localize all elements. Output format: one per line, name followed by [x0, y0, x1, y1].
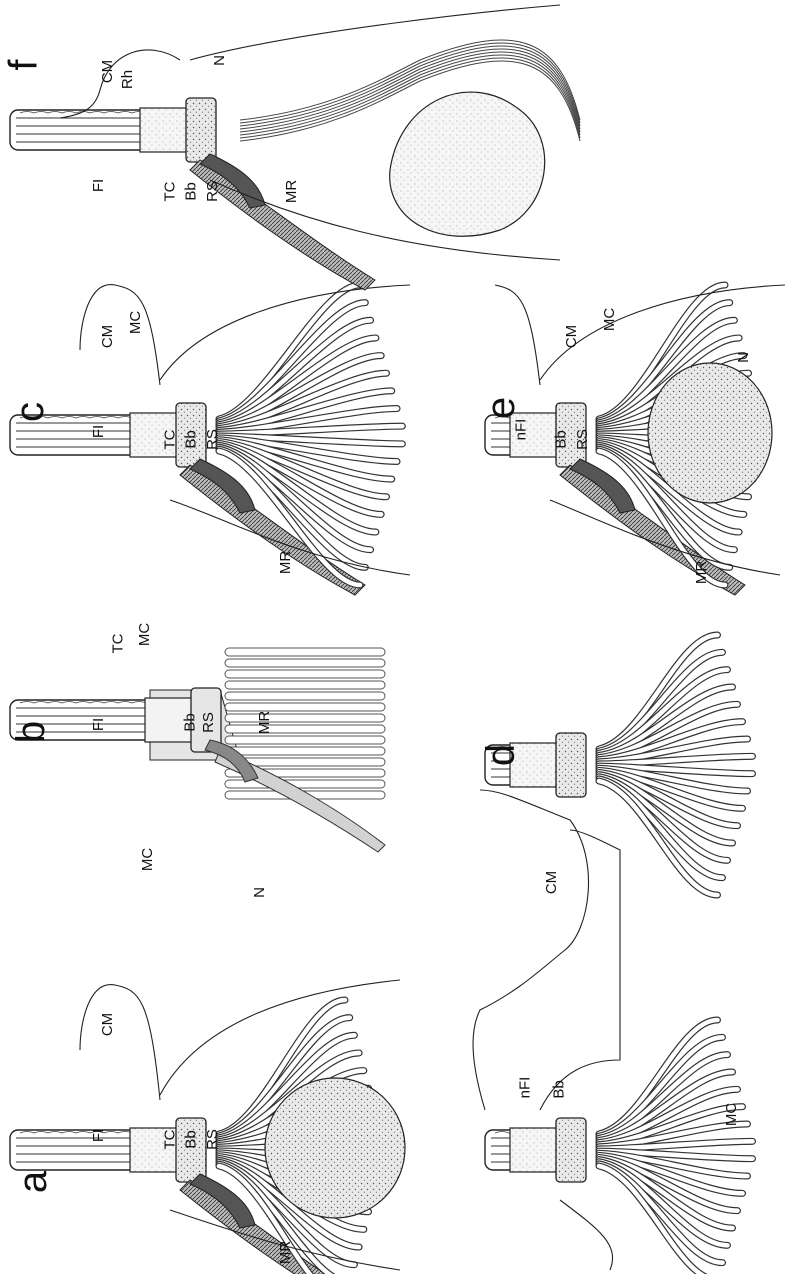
panel-b-microtubule-root [225, 681, 385, 689]
label-b-mc: MC [137, 623, 152, 646]
label-e-bb: Bb [554, 430, 569, 448]
panel-b-microtubule-root [225, 659, 385, 667]
label-c-mc: MC [128, 311, 143, 334]
panel-f-nucleus [390, 92, 545, 236]
panel-a-basal-body [176, 1118, 206, 1182]
panel-d-cell-membrane [473, 790, 620, 1270]
label-a-mr: MR [278, 1241, 293, 1264]
label-c-tc: TC [163, 430, 178, 450]
panel-b-microtubule-root [225, 648, 385, 656]
panel-label-d: d [481, 744, 521, 766]
label-a-cm: CM [100, 1013, 115, 1036]
panel-label-f: f [4, 59, 44, 70]
label-f-mr: MR [284, 180, 299, 203]
label-f-n: N [212, 55, 227, 66]
label-a-bb: Bb [184, 1130, 199, 1148]
label-f-rh: Rh [120, 70, 135, 89]
label-c-cm: CM [100, 325, 115, 348]
panel-label-a: a [13, 1171, 53, 1193]
label-a-mc: MC [140, 848, 155, 871]
label-b-mr: MR [257, 711, 272, 734]
panel-b-microtubule-root [225, 747, 385, 755]
label-e-mr: MR [694, 561, 709, 584]
label-a-tc: TC [163, 1130, 178, 1150]
label-c-mr: MR [278, 551, 293, 574]
panel-f-transition-zone [140, 108, 188, 152]
label-e-rs: RS [575, 429, 590, 450]
panel-a-nucleus [265, 1078, 405, 1218]
label-f-cm: CM [100, 60, 115, 83]
panel-f-basal-body [186, 98, 216, 162]
panel-b-microtubule-root [225, 736, 385, 744]
label-d-mc: MC [724, 1103, 739, 1126]
panel-d-right-basal-body [556, 733, 586, 797]
label-b-fi: FI [91, 718, 106, 731]
label-d-nfi: nFI [517, 1077, 532, 1099]
label-f-rs: RS [205, 181, 220, 202]
label-f-bb: Bb [184, 182, 199, 200]
panel-label-b: b [11, 721, 51, 743]
panel-b-microtubule-root [225, 725, 385, 733]
panel-b-microtubule-root [225, 670, 385, 678]
label-c-bb: Bb [184, 430, 199, 448]
panel-e-nucleus [648, 363, 772, 503]
panel-label-c: c [10, 402, 50, 422]
label-f-tc: TC [163, 182, 178, 202]
panel-d-left-transition-zone [510, 1128, 558, 1172]
label-c-fi: FI [91, 425, 106, 438]
label-d-cm: CM [544, 871, 559, 894]
panel-b-microtubule-root [225, 703, 385, 711]
label-c-rs: RS [205, 429, 220, 450]
panel-b-microtubule-root [225, 714, 385, 722]
label-b-rs: RS [201, 712, 216, 733]
panel-label-e: e [481, 397, 521, 419]
label-e-cm: CM [564, 325, 579, 348]
label-a-n: N [252, 887, 267, 898]
label-e-mc: MC [602, 308, 617, 331]
label-f-fi: FI [91, 179, 106, 192]
label-b-tc: TC [111, 634, 126, 654]
label-d-bb: Bb [552, 1080, 567, 1098]
label-e-n: N [736, 352, 751, 363]
label-a-rs: RS [205, 1129, 220, 1150]
label-b-bb: Bb [183, 713, 198, 731]
panel-b-microtubule-root [225, 692, 385, 700]
label-e-nfi: nFI [513, 419, 528, 441]
panel-d-left-basal-body [556, 1118, 586, 1182]
label-a-fi: FI [91, 1129, 106, 1142]
